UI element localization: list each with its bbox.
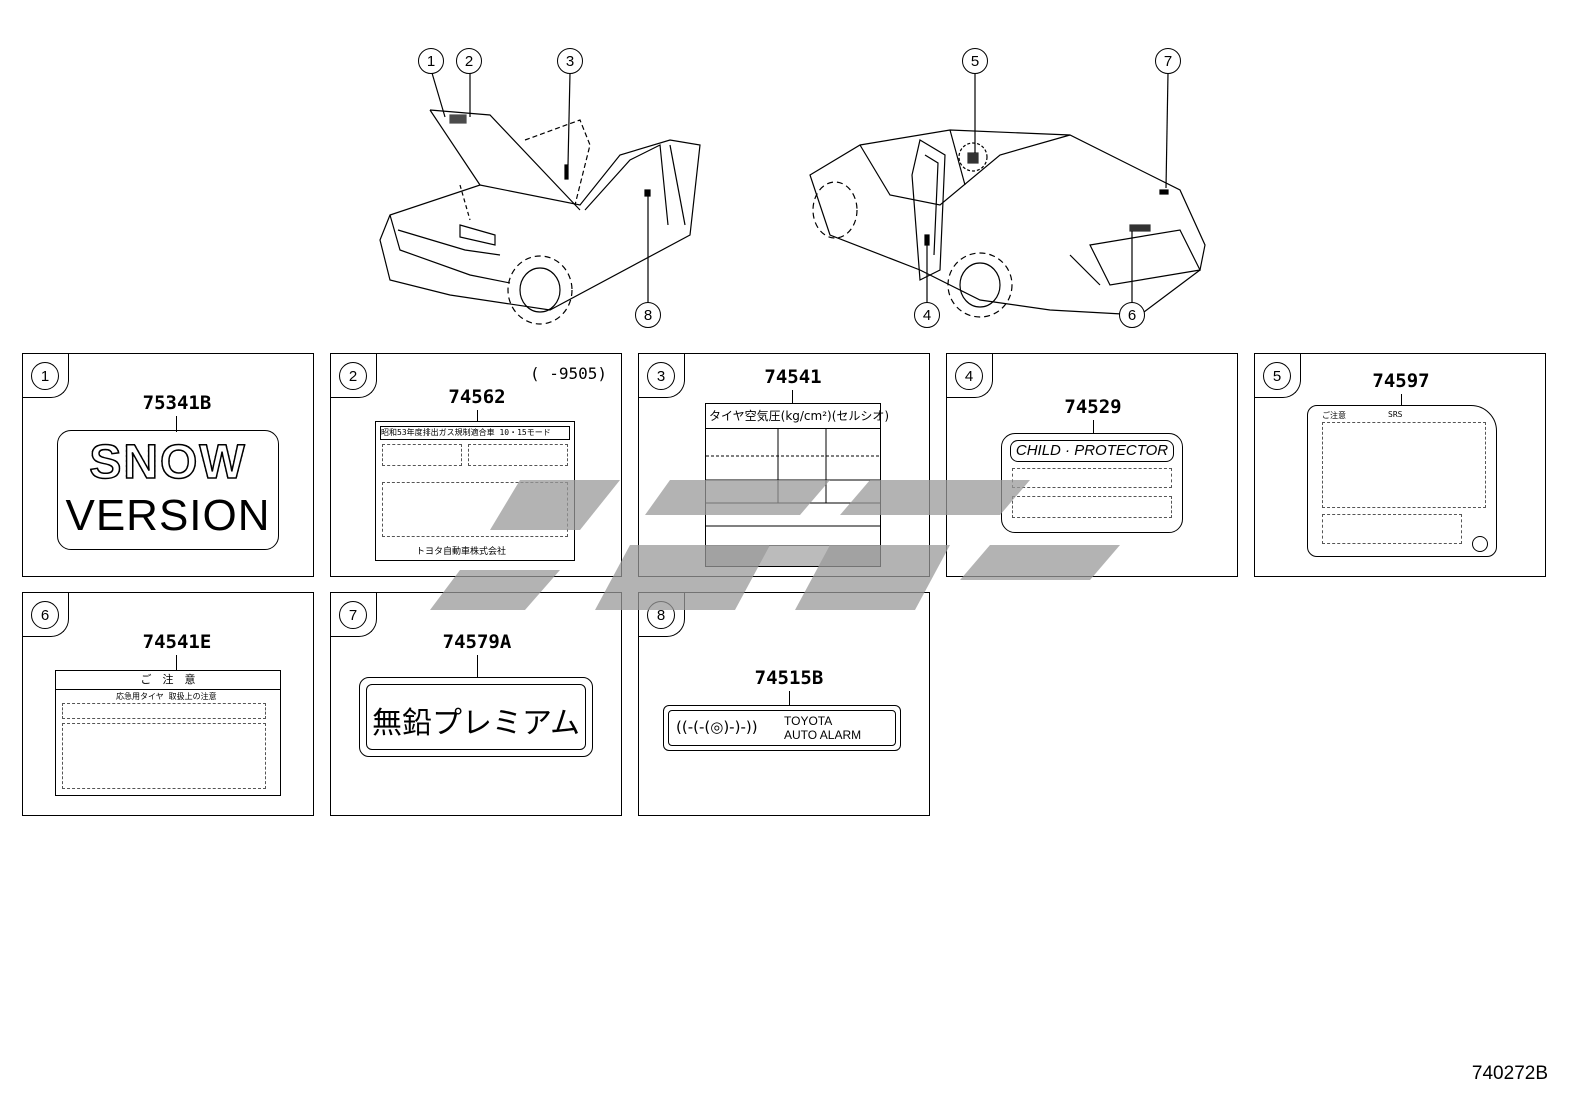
part-number: 74597 [1372, 370, 1430, 392]
part-number: 74579A [442, 631, 512, 653]
panel-8: 8 74515B ((-(-(◎)-)-)) TOYOTA AUTO ALARM [638, 592, 930, 816]
panel-number: 5 [1263, 362, 1291, 390]
panel-1: 1 75341B SNOW VERSION [22, 353, 314, 577]
panel-6: 6 74541E ご 注 意 応急用タイヤ 取扱上の注意 [22, 592, 314, 816]
callout-6: 6 [1119, 302, 1145, 328]
panel-4: 4 74529 CHILD · PROTECTOR [946, 353, 1238, 577]
srs-label: ご注意 SRS [1307, 405, 1497, 557]
tire-header: タイヤ空気圧(kg/cm²)(セルシオ) [706, 404, 889, 429]
front-car-illustration [379, 72, 701, 325]
callout-2: 2 [456, 48, 482, 74]
panel-notch [331, 354, 377, 398]
dash-block [1012, 496, 1172, 518]
auto-alarm-label: ((-(-(◎)-)-)) TOYOTA AUTO ALARM [663, 705, 901, 751]
callout-4: 4 [914, 302, 940, 328]
dash-block [1322, 422, 1486, 508]
leader-line [1093, 420, 1095, 434]
panel-number: 6 [31, 601, 59, 629]
panel-notch [23, 593, 69, 637]
emission-header: 昭和53年度排出ガス規制適合車 10・15モード [380, 426, 570, 440]
callout-5: 5 [962, 48, 988, 74]
unleaded-inner [366, 684, 586, 750]
leader-line [477, 655, 479, 677]
callout-3: 3 [557, 48, 583, 74]
dash-block [1012, 468, 1172, 488]
panel-number: 2 [339, 362, 367, 390]
panel-3: 3 74541 タイヤ空気圧(kg/cm²)(セルシオ) [638, 353, 930, 577]
panel-number: 1 [31, 362, 59, 390]
srs-tag: SRS [1388, 410, 1403, 419]
srs-caution: ご注意 [1322, 411, 1346, 420]
version-text: VERSION [65, 491, 271, 540]
child-protector-header: CHILD · PROTECTOR [1010, 440, 1174, 462]
diagram-code: 740272B [1471, 1063, 1548, 1084]
spare-sub: 応急用タイヤ 取扱上の注意 [116, 692, 217, 701]
panel-notch [331, 593, 377, 637]
part-number: 74562 [448, 386, 506, 408]
leader-line [789, 691, 791, 705]
spare-header: ご 注 意 [56, 671, 280, 690]
snow-text: SNOW [58, 435, 278, 490]
panel-2: 2 ( -9505) 74562 昭和53年度排出ガス規制適合車 10・15モー… [330, 353, 622, 577]
leader-line [1401, 394, 1403, 406]
part-number: 74529 [1064, 396, 1122, 418]
snow-version-label: SNOW VERSION [57, 430, 279, 550]
dash-block [382, 482, 568, 537]
tire-pressure-label: タイヤ空気圧(kg/cm²)(セルシオ) [705, 403, 889, 567]
spare-tire-label: ご 注 意 応急用タイヤ 取扱上の注意 [55, 670, 281, 796]
alarm-line1: TOYOTA [784, 714, 833, 728]
panel-notch [639, 354, 685, 398]
leader-line [792, 390, 794, 404]
panel-notch [1255, 354, 1301, 398]
dash-block [382, 444, 462, 466]
panel-notch [947, 354, 993, 398]
alarm-icon: ((-(-(◎)-)-)) [676, 718, 758, 736]
part-number: 74541 [764, 366, 822, 388]
callout-7: 7 [1155, 48, 1181, 74]
panel-notch [23, 354, 69, 398]
callout-8: 8 [635, 302, 661, 328]
maker-text: トヨタ自動車株式会社 [416, 547, 507, 557]
date-range: ( -9505) [529, 364, 607, 383]
callout-1: 1 [418, 48, 444, 74]
dash-block [62, 703, 266, 719]
alarm-line2: AUTO ALARM [784, 728, 862, 742]
part-number: 75341B [142, 392, 212, 414]
dash-block [62, 723, 266, 789]
panel-5: 5 74597 ご注意 SRS [1254, 353, 1546, 577]
panel-7: 7 74579A 無鉛プレミアム [330, 592, 622, 816]
dash-block [468, 444, 568, 466]
unleaded-premium-label: 無鉛プレミアム [359, 677, 593, 757]
leader-line [477, 410, 479, 422]
panel-notch [639, 593, 685, 637]
unleaded-text: 無鉛プレミアム [372, 706, 580, 741]
alarm-inner [668, 710, 896, 746]
dash-block [1322, 514, 1462, 544]
rear-car-illustration [809, 72, 1206, 318]
part-number: 74541E [142, 631, 212, 653]
panel-number: 8 [647, 601, 675, 629]
child-protector-label: CHILD · PROTECTOR [1001, 433, 1183, 533]
panel-number: 7 [339, 601, 367, 629]
part-number: 74515B [754, 667, 824, 689]
panel-number: 4 [955, 362, 983, 390]
leader-line [176, 655, 178, 671]
srs-circle [1472, 536, 1488, 552]
leader-line [176, 416, 178, 432]
tire-table-grid [706, 428, 880, 566]
emission-label: 昭和53年度排出ガス規制適合車 10・15モード トヨタ自動車株式会社 [375, 421, 575, 561]
panel-number: 3 [647, 362, 675, 390]
